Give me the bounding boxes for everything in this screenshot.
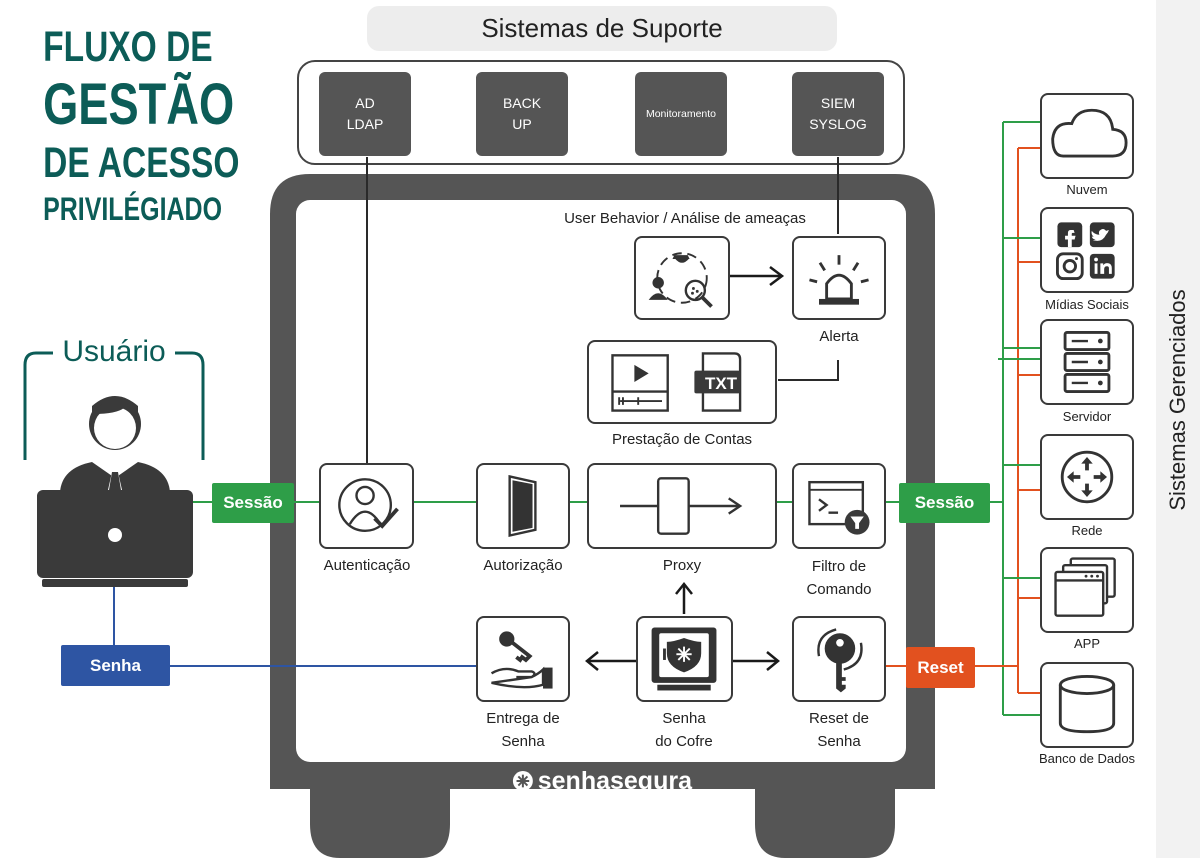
reset-badge: Reset [906,647,975,688]
password-vault-box[interactable] [636,616,733,702]
support-backup-button[interactable]: BACK UP [476,72,568,156]
brand-gear-icon [512,771,533,791]
password-reset-label: Reset de Senha [779,707,899,753]
command-filter-line1: Filtro de [811,558,867,575]
user-laptop-illustration [37,396,193,587]
managed-cloud-label: Nuvem [1066,182,1108,197]
password-reset-line1: Reset de [808,710,870,727]
authentication-box[interactable] [319,463,414,549]
support-siem-line1: SIEM [820,95,856,111]
password-reset-box[interactable] [792,616,886,702]
title-line-3: DE ACESSO [43,139,240,187]
user-behavior-box[interactable] [634,236,730,320]
safe-icon [651,627,717,691]
managed-cloud-box[interactable] [1040,93,1134,179]
managed-app-label: APP [1073,636,1100,651]
accountability-label: Prestação de Contas [611,431,753,448]
brand-logo: senhasegura [512,766,692,796]
title-line-2: GESTÃO [43,72,235,137]
key-reset-icon [817,628,863,693]
behavior-label: User Behavior / Análise de ameaças [564,210,806,227]
managed-social-box[interactable] [1040,207,1134,293]
support-siem-line2: SYSLOG [809,116,867,132]
authentication-label: Autenticação [323,557,411,574]
support-backup-line2: UP [512,116,532,132]
managed-database-label: Banco de Dados [1038,751,1136,766]
proxy-box[interactable] [587,463,777,549]
cloud-icon [1051,108,1128,158]
social-media-icon [1056,222,1115,281]
alert-box[interactable] [792,236,886,320]
video-recording-icon [611,354,669,412]
managed-side-panel [1156,0,1200,858]
managed-network-box[interactable] [1040,434,1134,520]
user-bracket [23,351,205,460]
laptop-icon [37,490,193,587]
door-icon [508,474,537,538]
proxy-label: Proxy [662,557,702,574]
support-ad-ldap-line2: LDAP [346,116,384,132]
managed-app-box[interactable] [1040,547,1134,633]
key-hand-icon [490,631,553,689]
title-line-4: PRIVILÉGIADO [43,191,223,227]
alarm-light-icon [809,255,869,305]
managed-server-label: Servidor [1062,409,1112,424]
threat-analysis-icon [648,252,713,308]
password-reset-line2: Senha [817,733,861,750]
session-badge-right: Sessão [899,483,990,523]
command-filter-box[interactable] [792,463,886,549]
person-icon [60,396,170,492]
support-monitoring-button[interactable]: Monitoramento [635,72,727,156]
accountability-box[interactable]: TXT [587,340,777,424]
password-vault-line2: do Cofre [655,733,713,750]
terminal-filter-icon [808,480,870,535]
database-icon [1058,674,1116,734]
brand-name: senhasegura [537,766,692,795]
proxy-pass-icon [620,477,743,535]
user-label: Usuário [62,335,166,368]
command-filter-line2: Comando [806,581,872,598]
managed-server-box[interactable] [1040,319,1134,405]
support-ad-ldap-button[interactable]: AD LDAP [319,72,411,156]
server-icon [1063,331,1111,393]
managed-header: Sistemas Gerenciados [1165,289,1190,511]
authorization-box[interactable] [476,463,570,549]
password-badge: Senha [61,645,170,686]
password-delivery-line2: Senha [501,733,545,750]
app-windows-icon [1054,557,1116,617]
txt-document-icon [694,352,742,412]
password-delivery-line1: Entrega de [486,710,560,727]
session-badge-left: Sessão [212,483,294,523]
authorization-label: Autorização [483,557,563,574]
user-check-icon [338,478,399,532]
password-vault-line1: Senha [662,710,706,727]
txt-label: TXT [704,374,738,393]
managed-database-box[interactable] [1040,662,1134,748]
managed-social-label: Mídias Sociais [1045,297,1129,312]
managed-network-label: Rede [1071,523,1103,538]
support-ad-ldap-line1: AD [355,95,375,111]
password-vault-label: Senha do Cofre [624,707,744,753]
support-header: Sistemas de Suporte [367,6,837,51]
password-delivery-box[interactable] [476,616,570,702]
title-line-1: FLUXO DE [43,23,213,71]
support-monitoring-label: Monitoramento [645,107,717,120]
alert-label: Alerta [819,328,859,345]
command-filter-label: Filtro de Comando [782,555,896,601]
password-delivery-label: Entrega de Senha [463,707,583,753]
support-siem-button[interactable]: SIEM SYSLOG [792,72,884,156]
router-icon [1060,450,1114,504]
support-backup-line1: BACK [502,95,542,111]
